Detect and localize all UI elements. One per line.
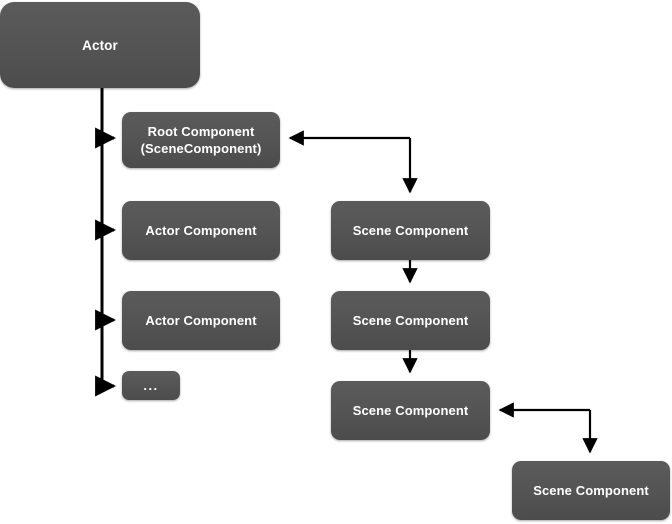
node-root-component[interactable]: Root Component (SceneComponent) [122, 112, 280, 168]
node-scene-component-1[interactable]: Scene Component [331, 201, 490, 260]
node-scene-component-2[interactable]: Scene Component [331, 291, 490, 350]
bottom-elbow-group [498, 402, 598, 454]
node-actor-label: Actor [82, 37, 118, 53]
node-ellipsis[interactable]: ... [122, 371, 180, 400]
node-actor[interactable]: Actor [0, 2, 200, 88]
node-root-component-label: Root Component (SceneComponent) [128, 123, 274, 157]
node-actor-component-2[interactable]: Actor Component [122, 291, 280, 350]
top-elbow-group [288, 130, 418, 194]
node-scene-component-1-label: Scene Component [352, 223, 469, 238]
node-ellipsis-label: ... [143, 378, 159, 393]
node-root-component-label-line2: (SceneComponent) [140, 141, 262, 156]
node-root-component-label-line1: Root Component [147, 124, 255, 139]
actor-trunk-group [95, 86, 117, 397]
node-scene-component-4-label: Scene Component [533, 483, 649, 498]
node-actor-component-1-label: Actor Component [145, 223, 257, 238]
node-scene-component-2-label: Scene Component [352, 313, 469, 328]
node-scene-component-3-label: Scene Component [352, 403, 469, 418]
node-actor-component-1[interactable]: Actor Component [122, 201, 280, 260]
node-actor-component-2-label: Actor Component [145, 313, 257, 328]
node-scene-component-3[interactable]: Scene Component [331, 381, 490, 440]
node-scene-component-4[interactable]: Scene Component [512, 461, 670, 520]
